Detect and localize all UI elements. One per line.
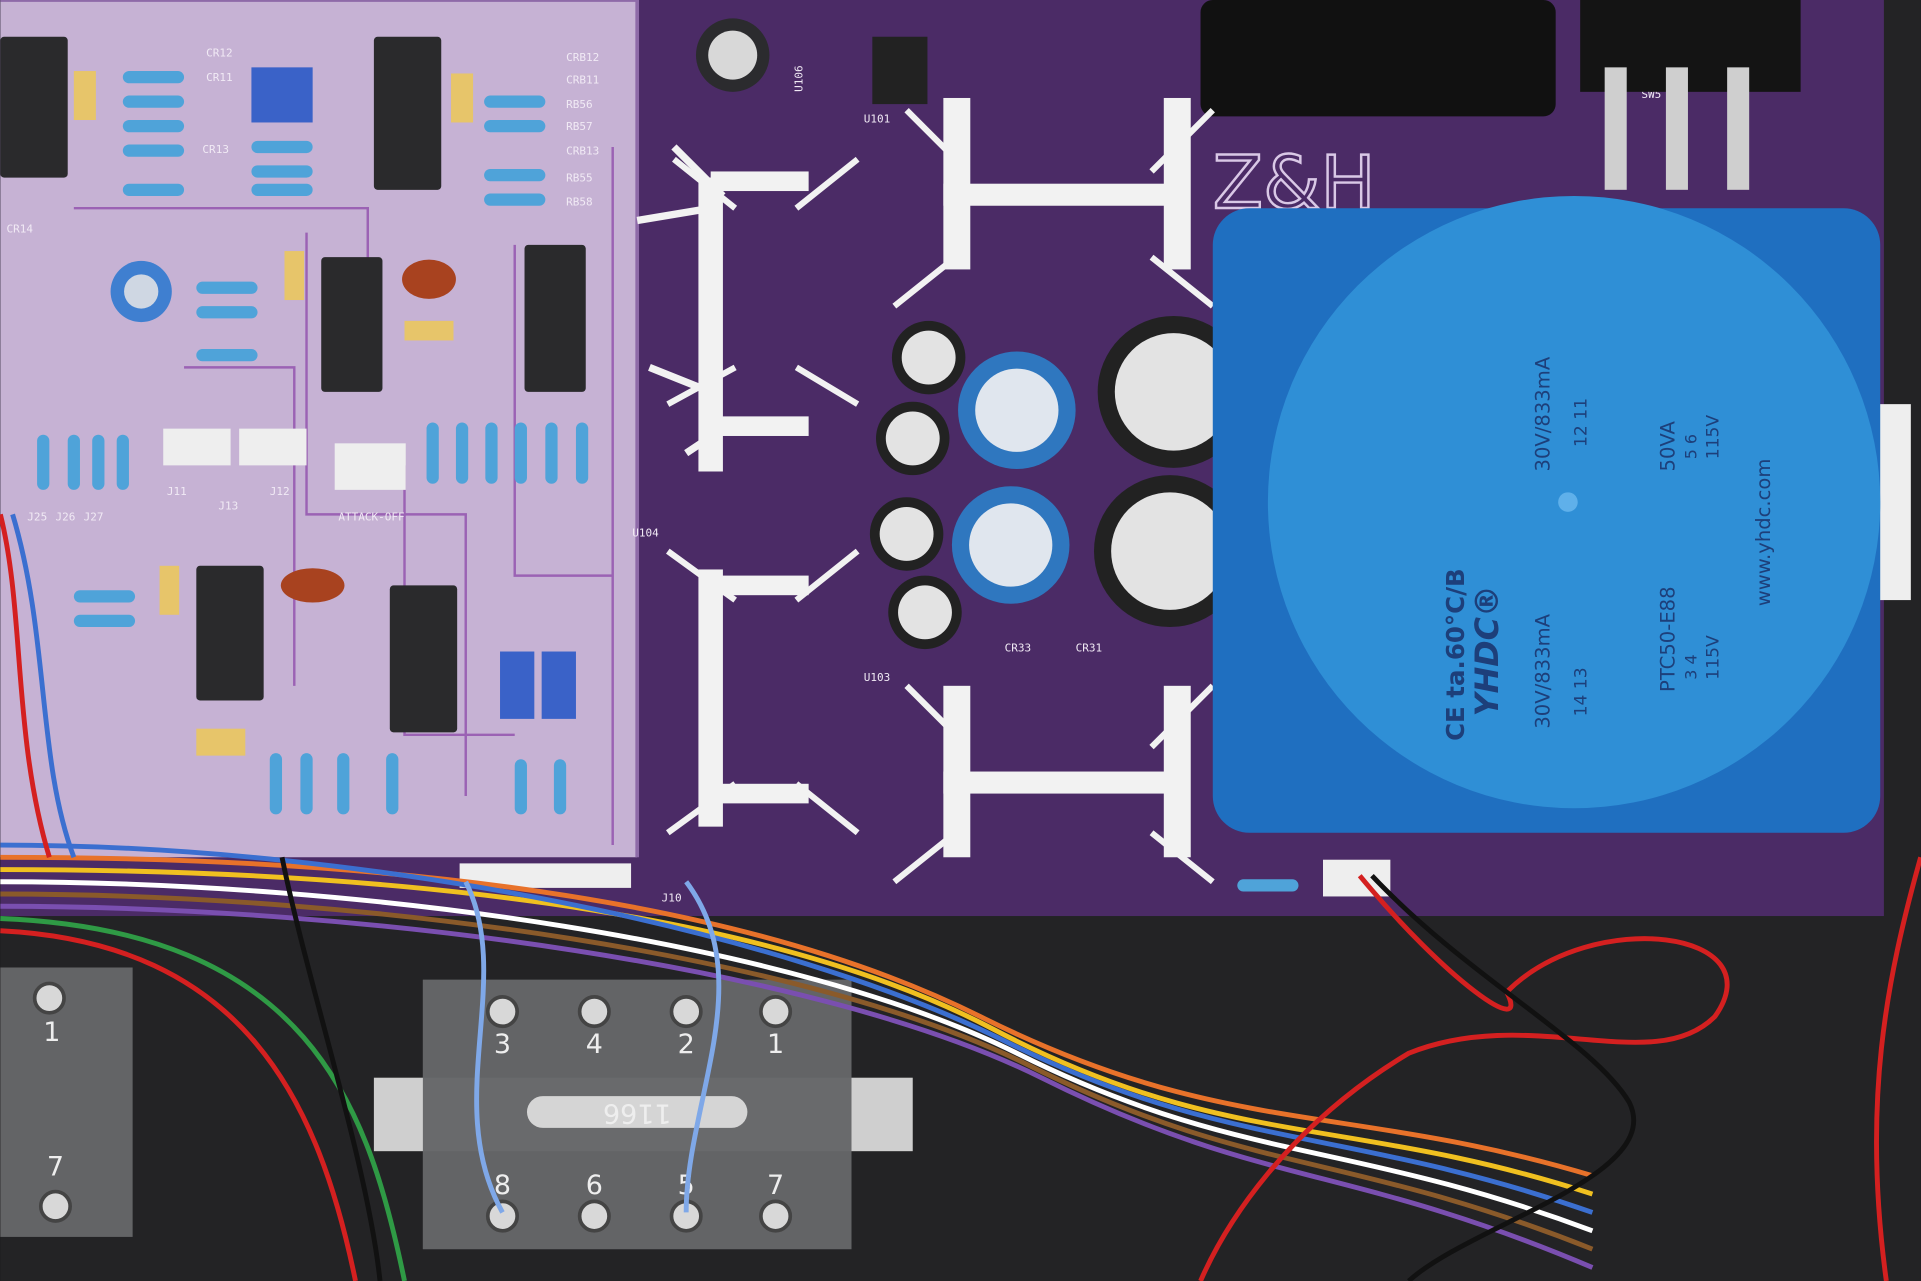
transformer-label: 1166 xyxy=(603,1098,672,1129)
ic-chips xyxy=(0,36,586,733)
label-j13: J13 xyxy=(218,499,238,512)
label-crb11: CRB11 xyxy=(566,73,599,86)
label-u106: U106 xyxy=(793,65,806,92)
toroid-url: www.yhdc.com xyxy=(1752,459,1775,607)
toroid-pins-d: 5 6 xyxy=(1682,434,1701,459)
resistors xyxy=(37,71,1299,892)
toroid-pins-a: 14 13 xyxy=(1571,667,1591,716)
toroid-voltage-2: 115V xyxy=(1704,415,1724,460)
label-rb58: RB58 xyxy=(566,196,593,209)
pcb-traces xyxy=(73,146,614,846)
pin-top-2: 4 xyxy=(586,1029,603,1060)
pin-top-1: 3 xyxy=(494,1029,511,1060)
label-rb56: RB56 xyxy=(566,98,593,111)
label-j10: J10 xyxy=(662,891,682,904)
label-j12: J12 xyxy=(270,485,290,498)
toroid-model: PTC50-E88 xyxy=(1656,586,1679,692)
label-u104: U104 xyxy=(632,526,659,539)
label-cr13: CR13 xyxy=(202,143,229,156)
left-transformer: 1 7 xyxy=(0,967,133,1237)
output-transformer: 1166 3 4 2 1 8 6 5 7 xyxy=(373,979,913,1250)
label-crb13: CRB13 xyxy=(566,144,599,157)
label-rb55: RB55 xyxy=(566,171,593,184)
pin-bottom-1: 8 xyxy=(494,1170,511,1201)
label-cr11: CR11 xyxy=(206,71,233,84)
label-cr33: CR33 xyxy=(1005,642,1032,655)
label-rb57: RB57 xyxy=(566,120,593,133)
toroid-ce-label: CE ta.60°C/B xyxy=(1441,568,1470,741)
pin-bottom-2: 6 xyxy=(586,1170,603,1201)
silkscreen-labels: CR12 CR11 CR13 CR14 CRB12 CRB11 RB56 RB5… xyxy=(6,46,1661,904)
pcb-signal-area xyxy=(0,0,638,858)
label-cr14: CR14 xyxy=(6,223,33,236)
electrolytic-capacitors xyxy=(869,315,1250,650)
toroid-voltage-1: 115V xyxy=(1704,635,1724,680)
toroid-va: 50VA xyxy=(1656,420,1679,471)
label-cr12: CR12 xyxy=(206,46,233,59)
pin-top-3: 2 xyxy=(678,1029,695,1060)
toroidal-transformer: CE ta.60°C/B YHDC® 30V/833mA 30V/833mA 1… xyxy=(1212,195,1881,833)
toroid-pins-c: 3 4 xyxy=(1682,654,1701,679)
label-j27: J27 xyxy=(84,510,104,523)
label-u103: U103 xyxy=(864,671,891,684)
wiring-harness xyxy=(0,513,1921,1281)
switch-terminals xyxy=(1604,67,1750,190)
pin-bottom-4: 7 xyxy=(767,1170,784,1201)
left-pin-7: 7 xyxy=(47,1152,64,1183)
label-j26: J26 xyxy=(55,510,75,523)
iec-power-inlet xyxy=(1200,0,1556,117)
label-crb12: CRB12 xyxy=(566,51,599,64)
toroid-secondary-2: 30V/833mA xyxy=(1532,356,1555,471)
label-j11: J11 xyxy=(167,485,187,498)
voltage-regulator xyxy=(872,36,928,105)
label-cr31: CR31 xyxy=(1076,642,1103,655)
pin-top-4: 1 xyxy=(767,1029,784,1060)
left-pin-1: 1 xyxy=(43,1017,60,1048)
heatsinks xyxy=(636,97,1215,885)
toroid-secondary-1: 30V/833mA xyxy=(1532,613,1555,728)
toroid-pins-b: 12 11 xyxy=(1571,398,1591,447)
label-u101: U101 xyxy=(864,112,891,125)
label-attack-off: ATTACK-OFF xyxy=(338,510,404,523)
label-j25: J25 xyxy=(27,510,47,523)
toroid-brand: YHDC® xyxy=(1468,585,1506,716)
film-capacitors xyxy=(73,18,770,756)
